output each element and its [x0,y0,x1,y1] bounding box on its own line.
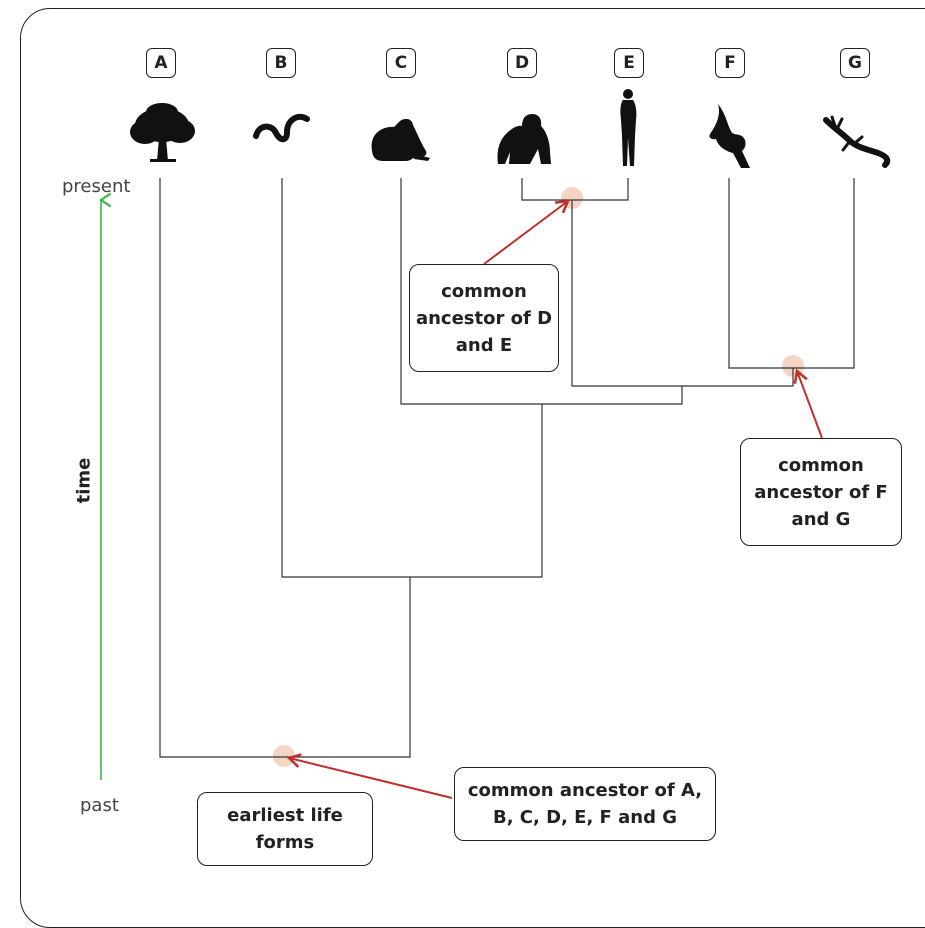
present-label: present [62,176,131,197]
time-axis-label: time [73,457,95,504]
gorilla-icon [497,114,551,164]
callout-earliest-text: earliest life forms [227,805,343,853]
pointer-arrows [286,199,823,799]
callout-de: common ancestor of D and E [409,264,559,372]
callout-all-text: common ancestor of A, B, C, D, E, F and … [467,780,703,828]
worm-icon [253,113,310,143]
taxon-label-d: D [507,48,537,78]
callout-de-text: common ancestor of D and E [415,280,553,356]
callout-fg-text: common ancestor of F and G [754,454,888,530]
taxon-label-a: A [146,48,176,78]
taxon-label-e: E [614,48,644,78]
pointer-de [483,199,571,265]
eagle-icon [709,104,750,168]
tree-icon [130,103,195,162]
taxon-label-b: B [266,48,296,78]
callout-all: common ancestor of A, B, C, D, E, F and … [454,767,716,841]
callout-earliest: earliest life forms [197,792,373,866]
taxon-label-g: G [840,48,870,78]
taxon-label-f: F [715,48,745,78]
pointer-root [286,753,453,799]
node-root [273,745,295,767]
human-icon [620,89,637,166]
lizard-icon [823,115,891,168]
past-label: past [80,795,119,816]
tree-branches [159,178,855,758]
callout-fg: common ancestor of F and G [740,438,902,546]
taxon-label-c: C [386,48,416,78]
pointer-fg [793,368,823,439]
phylogenetic-tree [98,89,891,799]
frog-icon [371,118,430,161]
